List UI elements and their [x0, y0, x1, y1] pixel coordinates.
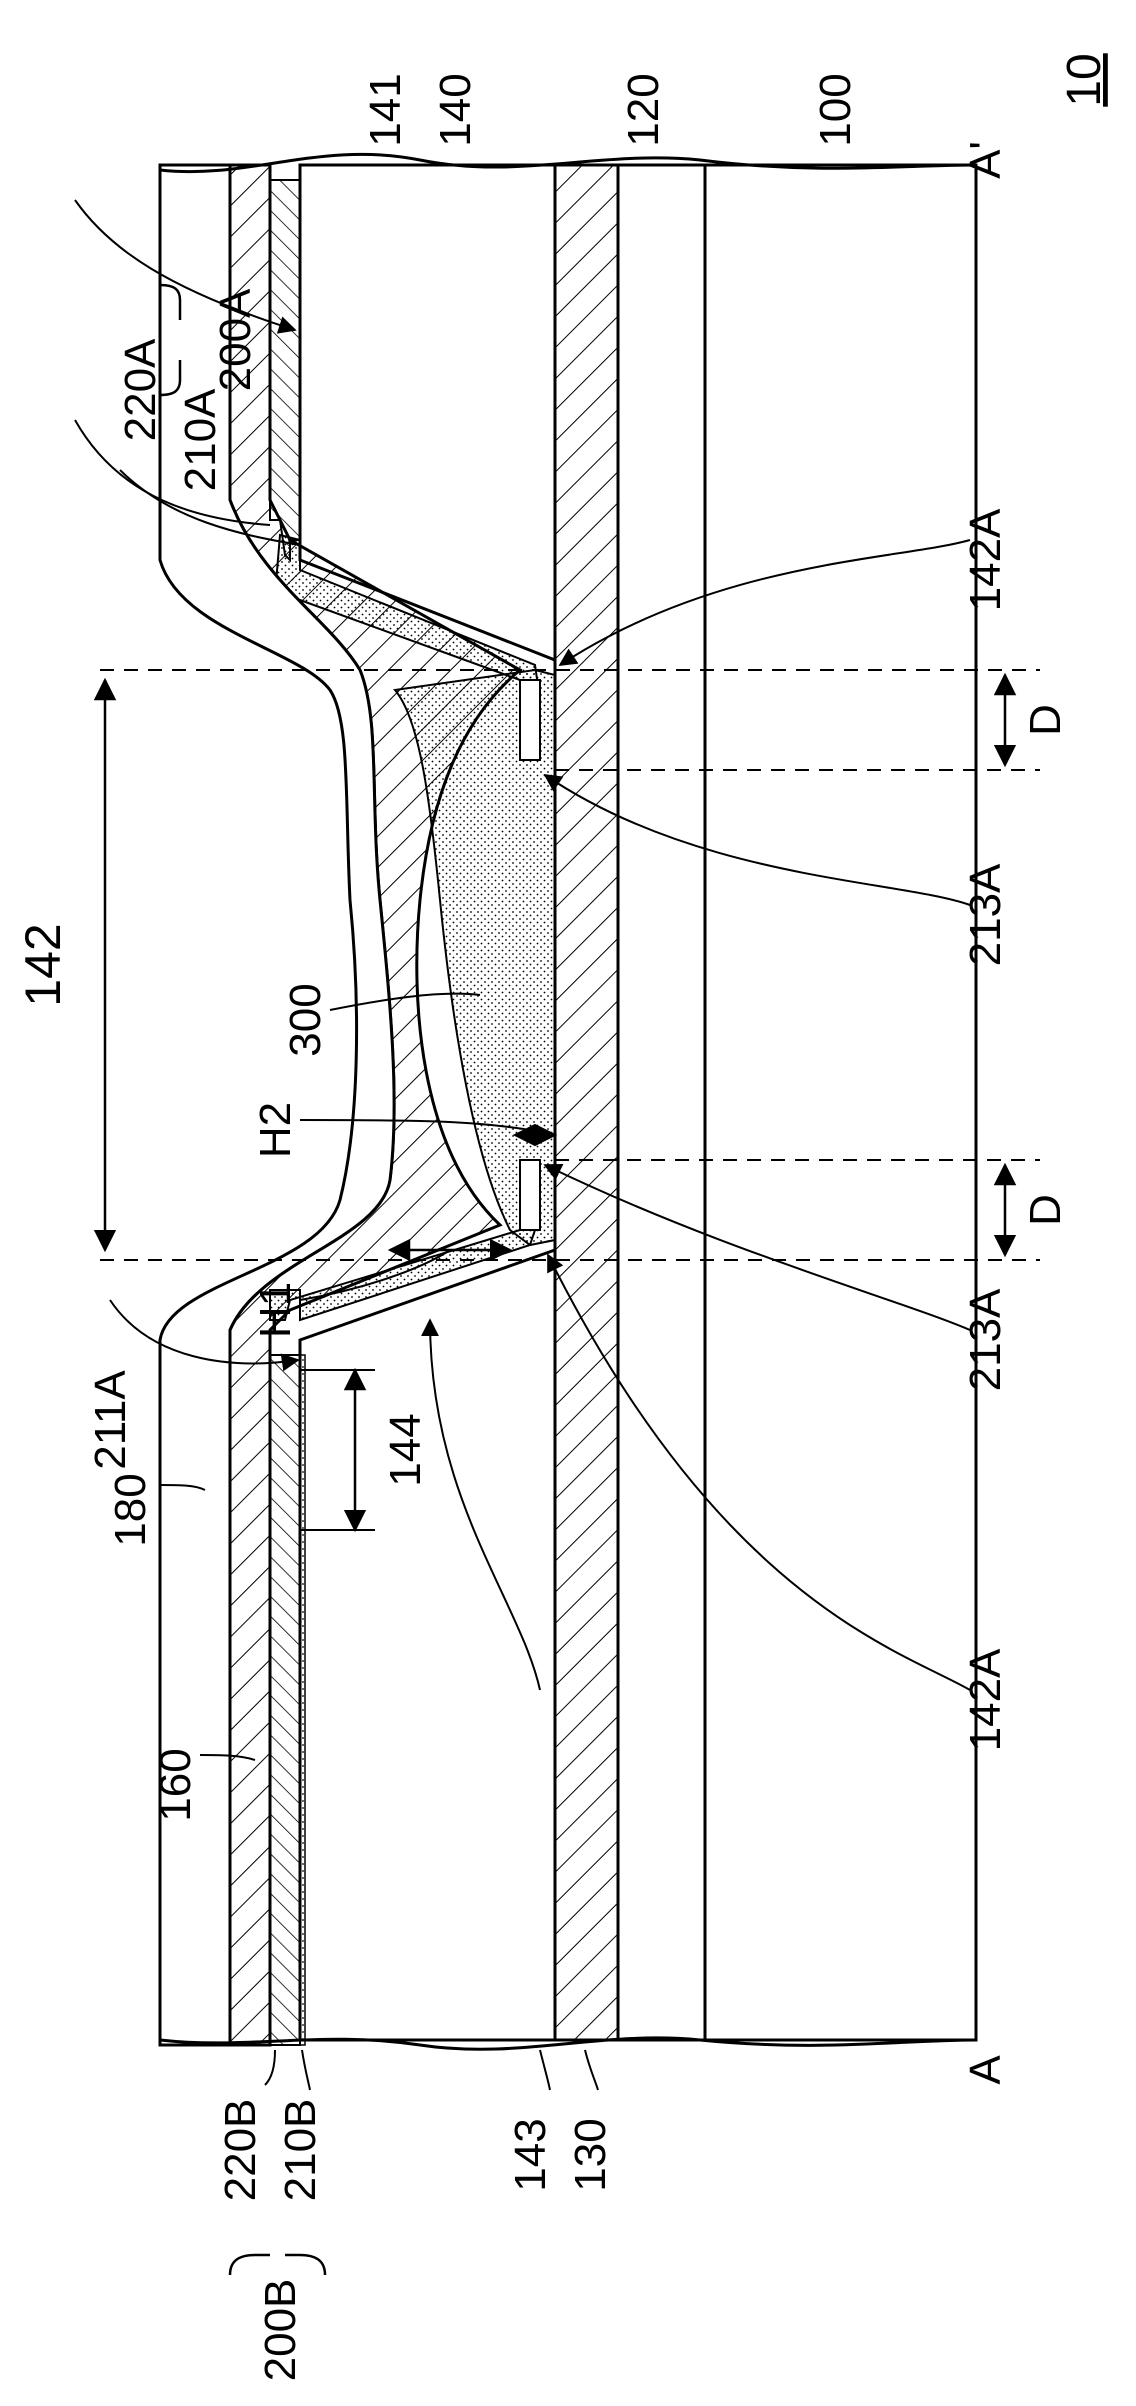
label-210B: 210B	[276, 2099, 325, 2202]
label-120: 120	[619, 73, 668, 146]
layer-100	[705, 165, 976, 2040]
label-H1: H1	[251, 1282, 300, 1338]
label-211A: 211A	[86, 1370, 135, 1470]
label-143: 143	[506, 2118, 555, 2191]
layer-130	[555, 165, 618, 2040]
label-213A-top: 213A	[961, 863, 1010, 966]
leader-220B	[265, 2050, 275, 2085]
label-210A: 210A	[176, 388, 225, 491]
label-213A-bottom: 213A	[961, 1288, 1010, 1391]
electrode-213A-step	[520, 1160, 540, 1230]
label-section-left: A	[961, 2055, 1010, 2085]
label-300: 300	[281, 983, 330, 1056]
label-141: 141	[361, 73, 410, 146]
label-160: 160	[151, 1748, 200, 1821]
label-220A: 220A	[116, 338, 165, 441]
label-D-top: D	[1021, 704, 1070, 736]
electrode-200B	[270, 1355, 300, 2045]
electrode-200A	[270, 180, 300, 560]
label-180: 180	[106, 1473, 155, 1546]
brace-200B	[230, 2255, 325, 2275]
layer-140-left	[300, 1250, 555, 2040]
label-144: 144	[381, 1413, 430, 1486]
label-142A-bottom: 142A	[961, 1648, 1010, 1751]
label-130: 130	[566, 2118, 615, 2191]
electrode-200B-strip	[300, 1355, 305, 2045]
leader-143b	[540, 2050, 550, 2090]
label-D-bottom: D	[1021, 1194, 1070, 1226]
electrode-210A-step	[520, 680, 540, 760]
label-142A-top: 142A	[961, 508, 1010, 611]
leader-130	[585, 2050, 598, 2090]
label-142: 142	[15, 923, 71, 1006]
label-section-right: A'	[961, 141, 1010, 179]
layer-120	[618, 165, 705, 2040]
leader-210B	[302, 2050, 310, 2090]
label-140: 140	[431, 73, 480, 146]
label-fig-number: 10	[1058, 53, 1111, 106]
label-220B: 220B	[216, 2099, 265, 2202]
label-200A: 200A	[211, 288, 260, 391]
label-200B: 200B	[256, 2279, 305, 2382]
label-H2: H2	[251, 1102, 300, 1158]
label-100: 100	[811, 73, 860, 146]
